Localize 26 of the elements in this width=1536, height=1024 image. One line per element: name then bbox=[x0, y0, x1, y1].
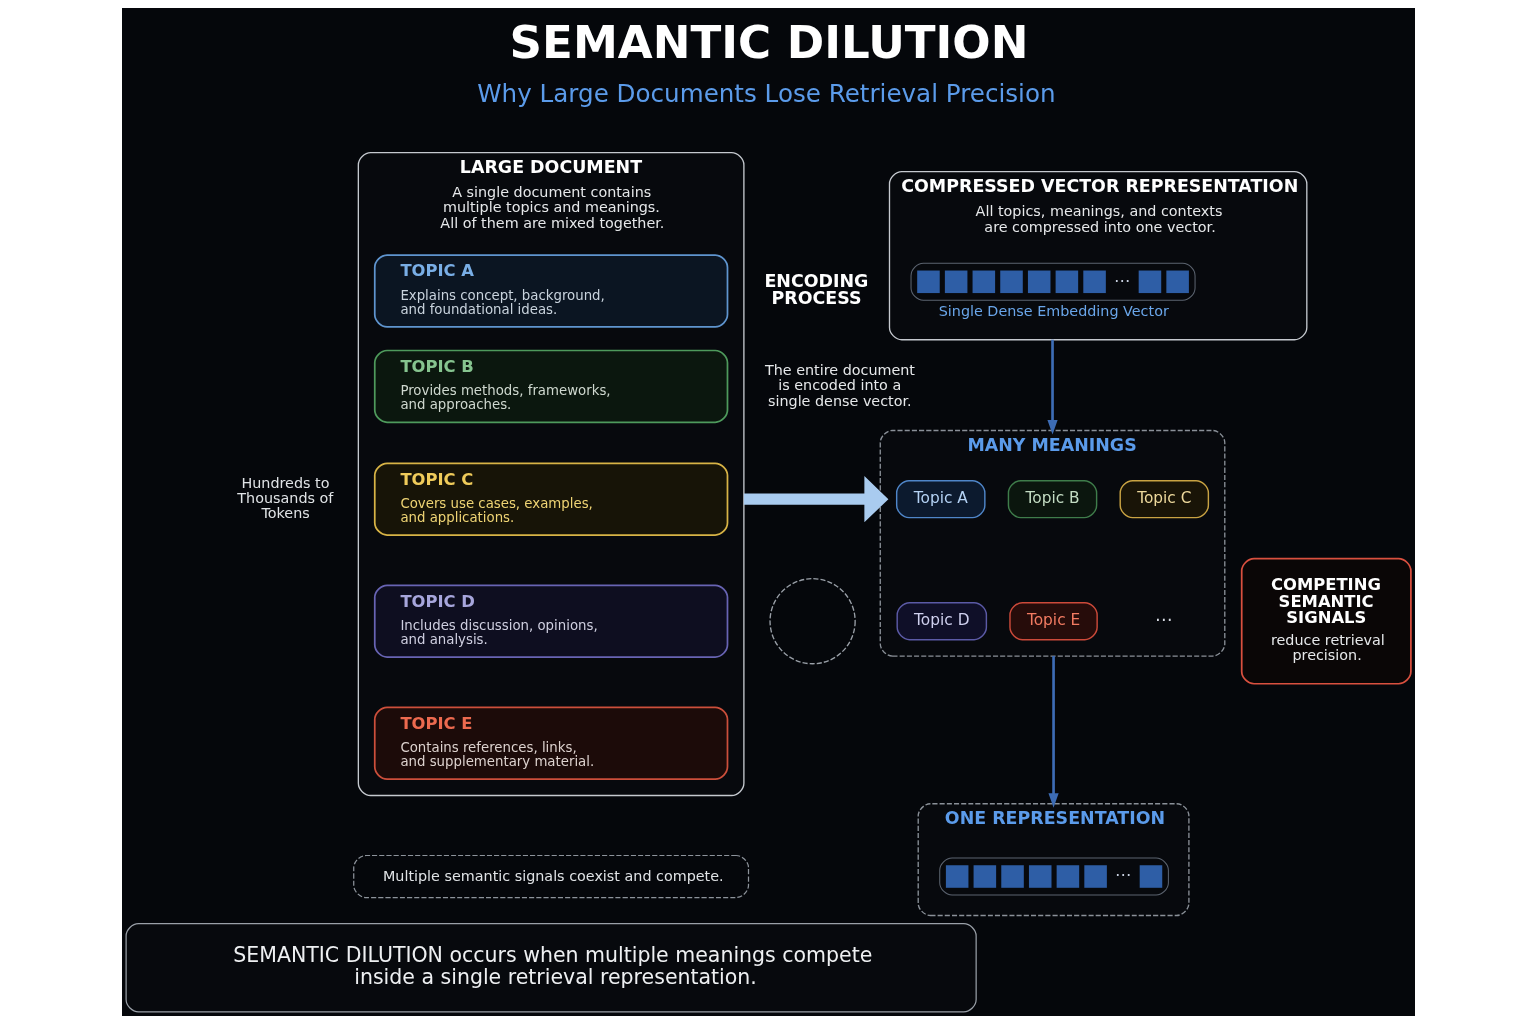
diagram-title: SEMANTIC DILUTION bbox=[509, 15, 1028, 69]
node-box: TOPIC A Explains concept, background, and foundational ideas. bbox=[373, 254, 728, 328]
node-box: ⋯ bbox=[938, 857, 1169, 896]
node-box: Topic E bbox=[1008, 602, 1098, 641]
arrow bbox=[743, 476, 888, 523]
node-box: ⋯ bbox=[910, 262, 1196, 301]
node-box: SEMANTIC DILUTION occurs when multiple meanings compete inside a single retrieval representation. bbox=[125, 923, 977, 1013]
node-box: Topic C bbox=[1119, 480, 1209, 519]
arrow bbox=[1047, 656, 1059, 808]
node-box: Multiple semantic signals coexist and compete. bbox=[352, 854, 749, 899]
node-label: Hundreds to Thousands of Tokens bbox=[236, 474, 333, 522]
caption: Why Large Documents Lose Retrieval Precision bbox=[476, 79, 1056, 109]
node-box: TOPIC D Includes discussion, opinions, and analysis. bbox=[373, 584, 728, 658]
node-box: Topic B bbox=[1007, 480, 1097, 519]
node-circle bbox=[768, 578, 856, 665]
node-label: Single Dense Embedding Vector bbox=[938, 302, 1169, 319]
node-box: Topic D bbox=[895, 602, 987, 641]
node-box: TOPIC B Provides methods, frameworks, and approaches. bbox=[373, 349, 728, 424]
node-box: TOPIC E Contains references, links, and supplementary material. bbox=[373, 706, 728, 780]
label: The entire document is encoded into a single dense vector. bbox=[764, 361, 915, 409]
arrow bbox=[1046, 339, 1058, 435]
label: ENCODING PROCESS bbox=[763, 270, 868, 308]
node-box: TOPIC C Covers use cases, examples, and applications. bbox=[373, 462, 728, 536]
label: ⋯ bbox=[1154, 609, 1172, 630]
node-box: Topic A bbox=[895, 480, 986, 519]
node-box: COMPETING SEMANTIC SIGNALS reduce retrieval precision. bbox=[1240, 557, 1412, 685]
